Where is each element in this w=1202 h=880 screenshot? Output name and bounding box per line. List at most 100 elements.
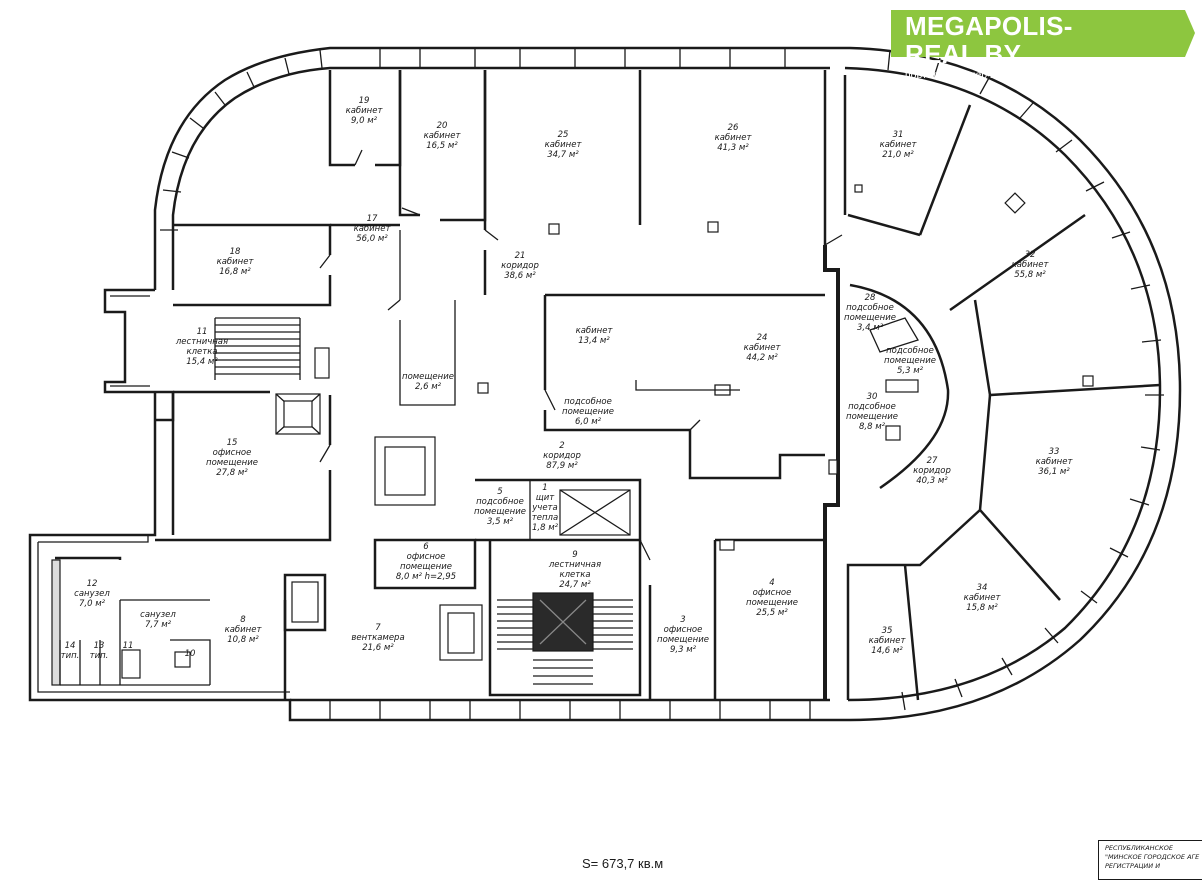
stamp-line: РЕСПУБЛИКАНСКОЕ xyxy=(1105,844,1173,852)
room-label-line: помещение xyxy=(846,412,898,422)
room-label-line: 3,4 м² xyxy=(857,323,884,333)
room-label-line: 28 xyxy=(865,293,876,303)
room-label-line: подсобное xyxy=(886,346,934,356)
room-label-line: учета xyxy=(531,503,557,513)
room-label-line: 8,8 м² xyxy=(859,422,886,432)
room-label-line: 10,8 м² xyxy=(227,635,259,645)
room-label-line: кабинет xyxy=(346,106,384,116)
stamp-line: РЕГИСТРАЦИИ И xyxy=(1105,862,1161,870)
stamp-line: "МИНСКОЕ ГОРОДСКОЕ АГЕ xyxy=(1105,853,1200,861)
room-label-line: кабинет xyxy=(424,131,462,141)
room-label-line: 35 xyxy=(882,626,893,636)
room-label-line: кабинет xyxy=(225,625,263,635)
room-label-line: 18 xyxy=(230,247,241,257)
room-label-line: 14 xyxy=(65,641,76,651)
room-label-line: помещение xyxy=(884,356,936,366)
room-label-line: кабинет xyxy=(964,593,1002,603)
room-label-line: 44,2 м² xyxy=(746,353,778,363)
room-label-line: 9,3 м² xyxy=(670,645,697,655)
room-label-line: 4 xyxy=(769,578,774,588)
room-label-line: 33 xyxy=(1049,447,1060,457)
room-label-line: санузел xyxy=(140,610,176,620)
logo-title: MEGAPOLIS-REAL.BY xyxy=(905,11,1073,69)
room-label-line: 16,8 м² xyxy=(219,267,251,277)
room-label-line: 7 xyxy=(375,623,381,633)
room-label-line: коридор xyxy=(501,261,539,271)
room-label-line: помещение xyxy=(844,313,896,323)
room-label-line: 40,3 м² xyxy=(916,476,948,486)
room-label-line: 15 xyxy=(227,438,238,448)
room-label-line: тепла xyxy=(532,513,558,523)
room-label-line: 38,6 м² xyxy=(504,271,536,281)
room-label-line: 21,0 м² xyxy=(882,150,914,160)
room-label-line: кабинет xyxy=(1012,260,1050,270)
room-label-line: 1 xyxy=(542,483,547,493)
room-label-line: 8,0 м² h=2,95 xyxy=(396,572,456,582)
room-label-line: 15,8 м² xyxy=(966,603,998,613)
room-label-line: помещение xyxy=(657,635,709,645)
room-label-line: 25 xyxy=(558,130,569,140)
room-label-line: 7,0 м² xyxy=(79,599,106,609)
logo-arrow-tail xyxy=(1185,10,1195,57)
site-logo[interactable]: MEGAPOLIS-REAL.BY портал о коммерческой … xyxy=(891,10,1185,81)
logo-subtitle: портал о коммерческой недвижимости в Бел… xyxy=(905,69,1152,81)
room-label-line: подсобное xyxy=(846,303,894,313)
room-label-line: офисное xyxy=(407,552,446,562)
room-label-line: 56,0 м² xyxy=(356,234,388,244)
room-label-line: 20 xyxy=(437,121,448,131)
room-label-line: 24,7 м² xyxy=(559,580,591,590)
room-label-line: 32 xyxy=(1025,250,1036,260)
room-label-line: санузел xyxy=(74,589,110,599)
room-label-line: кабинет xyxy=(715,133,753,143)
room-label-line: 25,5 м² xyxy=(756,608,788,618)
room-label-line: помещение xyxy=(206,458,258,468)
room-label-line: 30 xyxy=(867,392,878,402)
room-label-line: 3 xyxy=(680,615,685,625)
room-label-line: клетка xyxy=(559,570,590,580)
room-label-line: 5 xyxy=(497,487,502,497)
room-label-line: 11 xyxy=(197,327,208,337)
room-label-line: 2,6 м² xyxy=(415,382,442,392)
room-label-line: лестничная xyxy=(548,560,601,570)
room-label-line: 5,3 м² xyxy=(897,366,924,376)
room-label-line: 36,1 м² xyxy=(1038,467,1070,477)
room-label-line: 1,8 м² xyxy=(532,523,559,533)
room-label-line: подсобное xyxy=(848,402,896,412)
room-label-line: кабинет xyxy=(545,140,583,150)
interior-walls xyxy=(51,70,1161,701)
room-label-line: 27,8 м² xyxy=(216,468,248,478)
room-label-line: кабинет xyxy=(354,224,392,234)
room-label-line: помещение xyxy=(562,407,614,417)
room-label-line: помещение xyxy=(400,562,452,572)
room-label-line: 34 xyxy=(977,583,988,593)
room-label-line: 12 xyxy=(87,579,98,589)
room-label-line: 13,4 м² xyxy=(578,336,610,346)
room-label-line: коридор xyxy=(913,466,951,476)
